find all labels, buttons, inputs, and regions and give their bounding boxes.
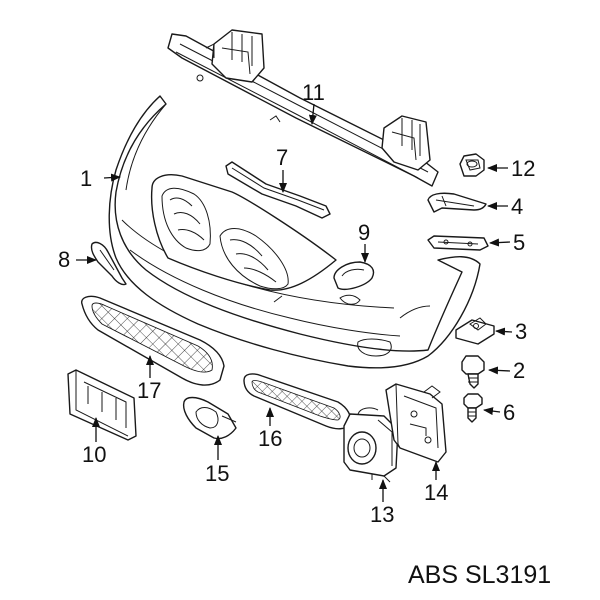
leader-1 [103, 173, 121, 182]
leader-lines [76, 103, 513, 502]
callout-11: 11 [302, 80, 325, 105]
clip-nut [455, 317, 495, 345]
callout-16: 16 [258, 426, 282, 451]
side-bracket-upper [427, 192, 487, 213]
callout-4: 4 [511, 194, 523, 219]
callout-15: 15 [205, 461, 229, 486]
reinforcement-bar [167, 29, 439, 187]
callout-12: 12 [511, 156, 535, 181]
side-bracket-lower [427, 235, 489, 251]
washer-jet-cover [333, 261, 375, 290]
callout-1: 1 [80, 166, 92, 191]
callout-14: 14 [424, 480, 448, 505]
callout-8: 8 [58, 247, 70, 272]
bumper-cover [108, 95, 481, 369]
leader-5 [489, 238, 511, 247]
callout-labels: 1 2 3 4 5 6 7 8 9 10 11 12 13 14 15 16 1… [58, 80, 535, 527]
callout-5: 5 [513, 230, 525, 255]
leader-2 [488, 366, 511, 375]
part-number-caption: ABS SL3191 [408, 561, 551, 589]
callout-17: 17 [137, 378, 161, 403]
fog-light-trim [182, 396, 237, 440]
callout-10: 10 [82, 442, 106, 467]
nut [459, 153, 485, 177]
leader-11 [308, 103, 317, 125]
center-lower-grille [81, 295, 225, 386]
license-plate-bracket [67, 369, 137, 441]
callout-9: 9 [358, 220, 370, 245]
callout-7: 7 [276, 145, 288, 170]
bolt-small [463, 393, 483, 423]
callout-13: 13 [370, 502, 394, 527]
callout-2: 2 [513, 358, 525, 383]
side-lower-grille [243, 373, 352, 430]
leader-3 [495, 327, 513, 336]
bolt-large [461, 355, 485, 389]
callout-3: 3 [515, 319, 527, 344]
fog-lamp [343, 407, 399, 483]
mounting-bracket [385, 383, 447, 463]
leader-6 [483, 407, 501, 416]
upper-trim-strip [225, 161, 331, 219]
callout-6: 6 [503, 400, 515, 425]
side-grille-insert [90, 241, 127, 286]
